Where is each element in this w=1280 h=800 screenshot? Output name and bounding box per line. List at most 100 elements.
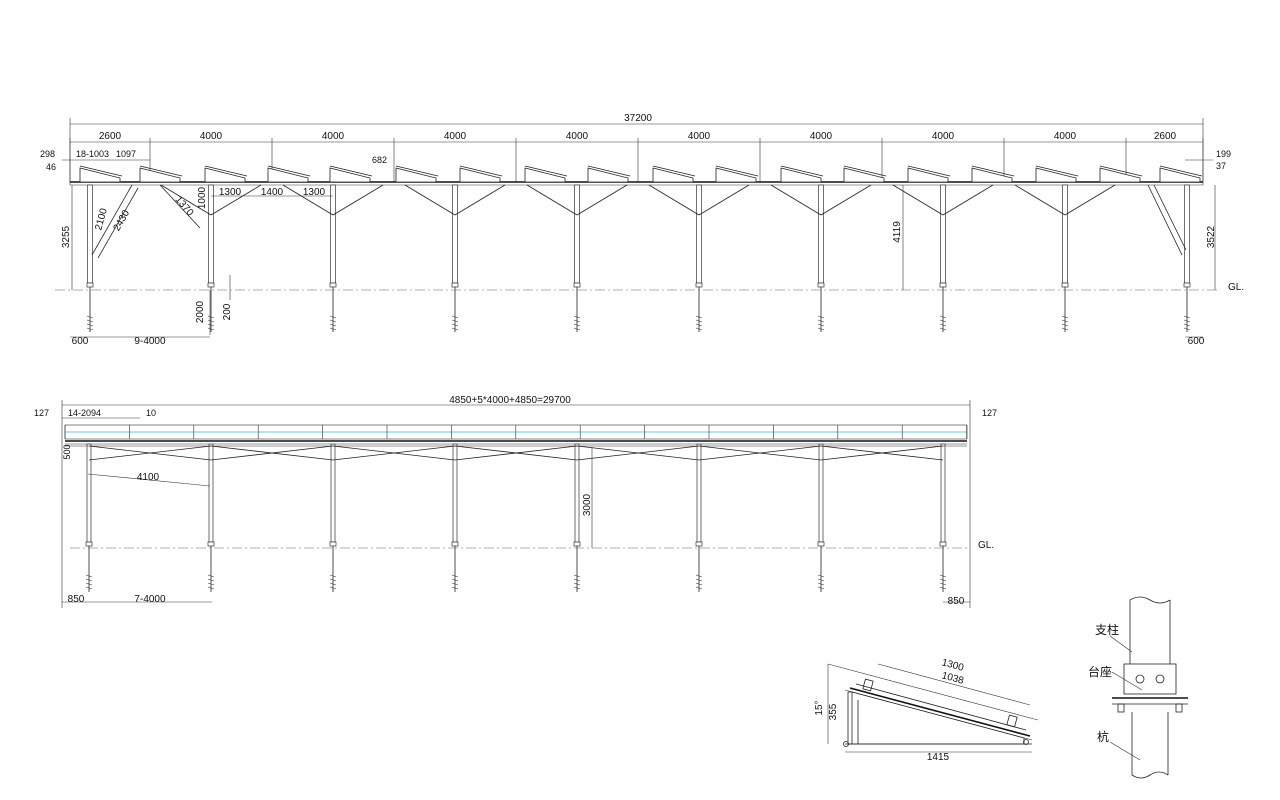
dim-seg-3: 4000 bbox=[322, 131, 345, 142]
brace bbox=[159, 184, 201, 229]
brace bbox=[210, 184, 262, 216]
dim-1000: 1000 bbox=[197, 186, 208, 209]
dim-seg-6: 4000 bbox=[688, 131, 711, 142]
dim-seg-9: 4000 bbox=[1054, 131, 1077, 142]
column bbox=[208, 443, 214, 543]
gl-label-front: GL. bbox=[978, 540, 994, 551]
brace bbox=[454, 184, 506, 216]
column bbox=[574, 184, 580, 284]
gl-label-side: GL. bbox=[1228, 282, 1244, 293]
solar-panel bbox=[267, 167, 309, 183]
dim-1300-b: 1300 bbox=[303, 187, 326, 198]
x-brace bbox=[88, 445, 212, 461]
column bbox=[818, 443, 824, 543]
brace bbox=[770, 184, 822, 216]
column bbox=[1062, 184, 1068, 284]
dim-4119: 4119 bbox=[892, 221, 903, 243]
mount-detail: 1300 1038 15° 355 1415 bbox=[814, 657, 1039, 763]
column bbox=[818, 184, 824, 284]
dim-7x4000: 7-4000 bbox=[134, 594, 166, 605]
brace bbox=[97, 187, 139, 259]
dim-3522: 3522 bbox=[1206, 225, 1217, 248]
brace bbox=[160, 184, 212, 216]
solar-panel bbox=[139, 167, 181, 183]
dim-1370: 1370 bbox=[173, 194, 196, 218]
dim-600-right: 600 bbox=[1188, 336, 1205, 347]
dim-4100: 4100 bbox=[137, 472, 160, 483]
dim-seg-1: 2600 bbox=[99, 131, 122, 142]
dim-10: 10 bbox=[146, 408, 156, 418]
x-brace bbox=[576, 445, 700, 461]
dim-127-left: 127 bbox=[34, 408, 49, 418]
dim-1415: 1415 bbox=[927, 752, 950, 763]
dim-14x2094: 14-2094 bbox=[68, 408, 101, 418]
label-column: 支柱 bbox=[1095, 622, 1119, 637]
column bbox=[330, 184, 336, 284]
dim-seg-8: 4000 bbox=[932, 131, 955, 142]
column bbox=[696, 443, 702, 543]
solar-panel bbox=[1099, 167, 1141, 183]
column bbox=[452, 443, 458, 543]
dim-total-length: 37200 bbox=[624, 113, 652, 124]
brace bbox=[942, 184, 994, 216]
solar-panel bbox=[459, 167, 501, 183]
solar-panel bbox=[652, 167, 694, 183]
brace bbox=[1064, 184, 1116, 216]
dim-200: 200 bbox=[222, 303, 233, 320]
front-view: 4850+5*4000+4850=29700 127 127 14-2094 1… bbox=[34, 395, 997, 608]
column bbox=[87, 184, 93, 284]
x-brace bbox=[210, 445, 334, 461]
solar-panel bbox=[715, 167, 757, 183]
dim-seg-5: 4000 bbox=[566, 131, 589, 142]
solar-panel bbox=[79, 167, 121, 183]
x-brace bbox=[698, 445, 822, 461]
brace bbox=[91, 184, 133, 256]
brace bbox=[648, 184, 700, 216]
dim-850-left: 850 bbox=[68, 594, 85, 605]
dim-37: 37 bbox=[1216, 161, 1226, 171]
column bbox=[330, 443, 336, 543]
dim-18x1003: 18-1003 bbox=[76, 149, 109, 159]
dim-9x4000: 9-4000 bbox=[134, 336, 166, 347]
column bbox=[1184, 184, 1190, 284]
x-brace bbox=[820, 445, 944, 461]
pile-detail: 支柱 台座 杭 bbox=[1088, 596, 1188, 779]
solar-panel bbox=[907, 167, 949, 183]
dim-199: 199 bbox=[1216, 149, 1231, 159]
dim-3255: 3255 bbox=[61, 225, 72, 248]
dim-127-right: 127 bbox=[982, 408, 997, 418]
dim-2430: 2430 bbox=[112, 208, 133, 233]
dim-1097: 1097 bbox=[116, 149, 136, 159]
x-brace bbox=[454, 445, 578, 461]
dim-angle-15: 15° bbox=[814, 700, 825, 715]
brace bbox=[892, 184, 944, 216]
label-base: 台座 bbox=[1088, 664, 1112, 679]
brace bbox=[404, 184, 456, 216]
solar-panel bbox=[204, 167, 246, 183]
brace bbox=[698, 184, 750, 216]
solar-panel bbox=[1159, 167, 1201, 183]
solar-panel bbox=[843, 167, 885, 183]
solar-panel bbox=[780, 167, 822, 183]
column bbox=[86, 443, 92, 543]
column bbox=[696, 184, 702, 284]
x-brace bbox=[332, 445, 456, 461]
column bbox=[574, 443, 580, 543]
dim-355: 355 bbox=[828, 703, 839, 720]
dim-seg-2: 4000 bbox=[200, 131, 223, 142]
label-pile: 杭 bbox=[1097, 729, 1109, 744]
dim-1300-a: 1300 bbox=[219, 187, 242, 198]
column bbox=[208, 184, 214, 284]
dim-600-left: 600 bbox=[72, 336, 89, 347]
dim-seg-10: 2600 bbox=[1154, 131, 1177, 142]
solar-panel bbox=[524, 167, 566, 183]
dim-46: 46 bbox=[46, 162, 56, 172]
solar-panel bbox=[395, 167, 437, 183]
dim-850-right: 850 bbox=[948, 596, 965, 607]
brace bbox=[526, 184, 578, 216]
dim-500: 500 bbox=[62, 444, 72, 459]
column bbox=[940, 184, 946, 284]
dim-682: 682 bbox=[372, 155, 387, 165]
brace bbox=[282, 184, 334, 216]
